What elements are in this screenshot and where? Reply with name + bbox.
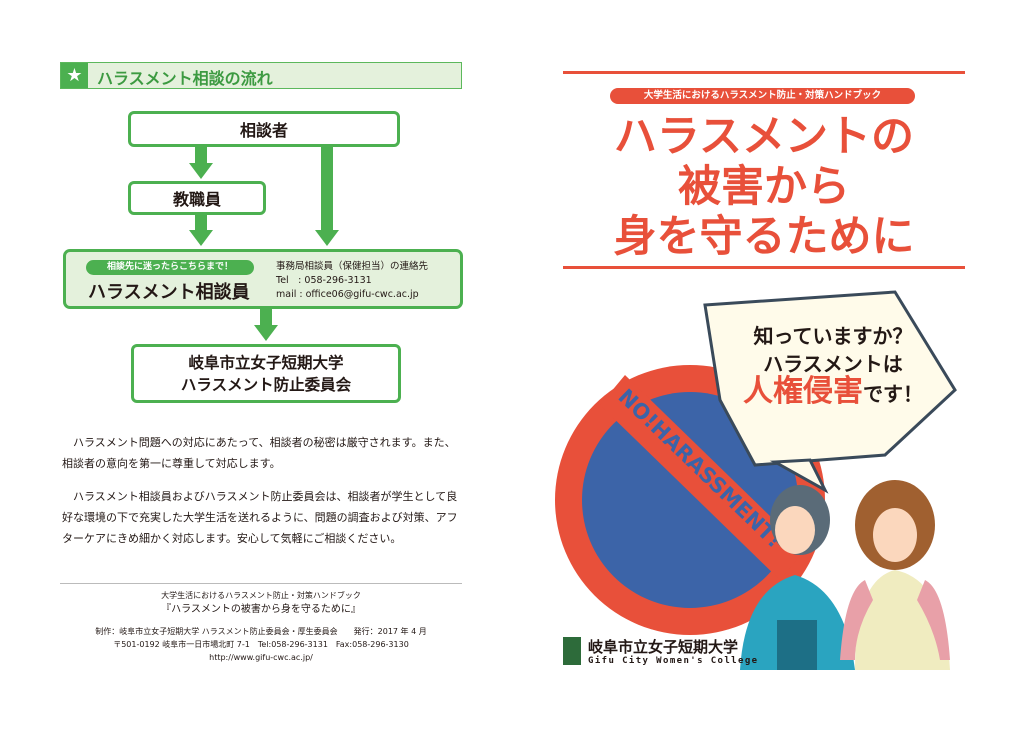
footer-producer: 制作：岐阜市立女子短期大学 ハラスメント防止委員会・厚生委員会 発行：2017 …: [95, 627, 427, 636]
contact-tel: Tel : 058-296-3131: [276, 275, 372, 286]
handbook-pill: 大学生活におけるハラスメント防止・対策ハンドブック: [610, 88, 915, 104]
bubble-text: 知っていますか？ ハラスメントは 人権侵害です！: [718, 322, 948, 408]
contact-heading: 事務局相談員（保健担当）の連絡先: [276, 261, 429, 272]
arrow-down-icon: [189, 230, 213, 246]
flow-consultant: 相談者: [128, 111, 400, 147]
star-icon: ★: [61, 63, 88, 88]
bubble-line3: 人権侵害です！: [718, 377, 948, 408]
arrow-shaft: [321, 147, 333, 232]
college-name-jp: 岐阜市立女子短期大学: [588, 638, 739, 656]
section-header: ★ ハラスメント相談の流れ: [60, 62, 462, 89]
arrow-shaft: [260, 309, 272, 327]
arrow-down-icon: [315, 230, 339, 246]
college-logo-icon: [563, 637, 581, 665]
footer-url[interactable]: http://www.gifu-cwc.ac.jp/: [209, 653, 313, 662]
arrow-down-icon: [189, 163, 213, 179]
section-title: ハラスメント相談の流れ: [97, 69, 273, 88]
bubble-tail: [769, 458, 829, 494]
footer-divider: [60, 583, 462, 584]
paragraph-support: ハラスメント相談員およびハラスメント防止委員会は、相談者が学生として良好な環境の…: [62, 490, 458, 545]
speech-bubble: [703, 290, 957, 467]
human-rights-violation: 人権侵害: [743, 374, 863, 409]
arrow-shaft: [195, 147, 207, 165]
advisor-box: 相談先に迷ったらこちらまで！ ハラスメント相談員 事務局相談員（保健担当）の連絡…: [63, 249, 463, 309]
footer-address: 〒501-0192 岐阜市一日市場北町 7-1 Tel:058-296-3131…: [113, 640, 409, 649]
advisor-badge: 相談先に迷ったらこちらまで！: [86, 260, 254, 275]
arrow-down-icon: [254, 325, 278, 341]
bottom-rule: [563, 266, 965, 269]
bubble-line2: ハラスメントは: [763, 352, 903, 376]
top-rule: [563, 71, 965, 74]
committee-line2: ハラスメント防止委員会: [180, 375, 352, 394]
cover-illustration: NO!HARASSMENT!: [555, 290, 957, 670]
contact-mail[interactable]: mail : office06@gifu-cwc.ac.jp: [276, 289, 419, 300]
bubble-suffix: です！: [863, 382, 923, 406]
cover-title-line2: 被害から: [678, 162, 850, 212]
arrow-shaft: [195, 215, 207, 232]
contact-info: 事務局相談員（保健担当）の連絡先 Tel : 058-296-3131 mail…: [276, 260, 428, 302]
cover-title-line3: 身を守るために: [613, 212, 915, 262]
footer-subtitle: 大学生活におけるハラスメント防止・対策ハンドブック: [161, 591, 361, 600]
bubble-line1: 知っていますか？: [753, 324, 913, 348]
advisor-label: ハラスメント相談員: [88, 282, 250, 303]
cover-title-line1: ハラスメントの: [613, 112, 915, 162]
no-sign-bar: [600, 375, 805, 580]
college-name-en: Gifu City Women's College: [588, 656, 759, 666]
flow-staff: 教職員: [128, 181, 266, 215]
footer-title: 『ハラスメントの被害から身を守るために』: [161, 604, 361, 615]
paragraph-confidentiality: ハラスメント問題への対応にあたって、相談者の秘密は厳守されます。また、相談者の意…: [62, 436, 456, 470]
flow-committee: 岐阜市立女子短期大学 ハラスメント防止委員会: [131, 344, 401, 403]
committee-line1: 岐阜市立女子短期大学: [188, 353, 344, 372]
